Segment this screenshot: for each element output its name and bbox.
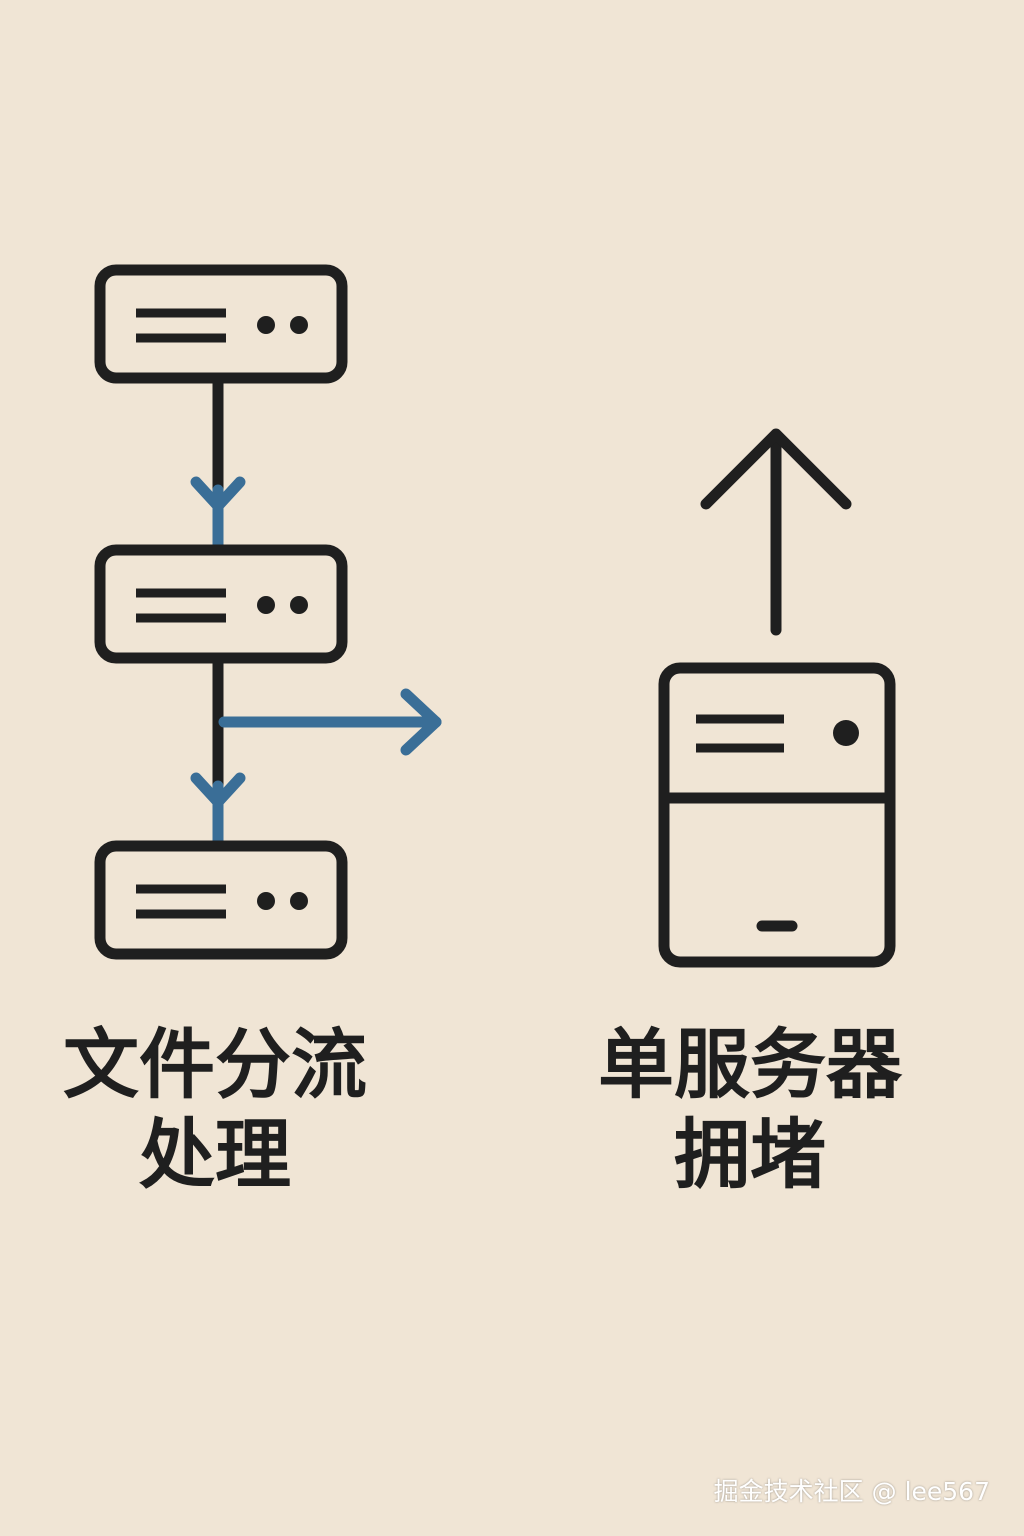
flow-connectors (190, 376, 442, 846)
watermark: 掘金技术社区 @ lee567 (713, 1477, 990, 1506)
label-file-split: 文件分流 处理 (40, 1020, 390, 1200)
server-icon (94, 544, 348, 664)
label-single-server: 单服务器 拥堵 (580, 1020, 920, 1200)
down-arrow-icon (190, 476, 246, 512)
down-arrow-icon (190, 772, 246, 808)
server-tower-icon (658, 662, 896, 968)
label-line: 拥堵 (674, 1110, 826, 1199)
label-line: 文件分流 (63, 1020, 367, 1109)
right-arrow-icon (400, 688, 442, 756)
server-icon (94, 840, 348, 960)
label-line: 处理 (139, 1110, 291, 1199)
label-line: 单服务器 (598, 1020, 902, 1109)
up-arrow-icon (700, 428, 852, 636)
server-icon (94, 264, 348, 384)
